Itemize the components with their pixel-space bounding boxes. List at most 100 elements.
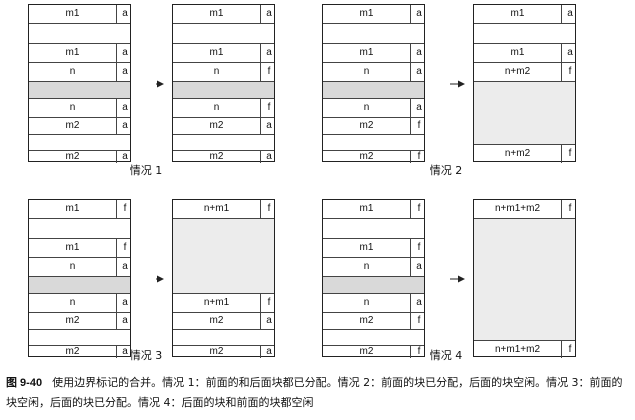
alloc-flag-label: a [410,63,427,81]
alloc-flag-label: a [116,5,133,23]
block-size-label: m1 [65,242,80,253]
block-size-label: m2 [65,346,80,357]
block-tag: m2 a [173,345,274,358]
figure-number: 图 9-40 [6,377,43,389]
block-size-label: m2 [359,346,374,357]
alloc-flag-label: a [116,118,133,134]
block-size-label: n [69,102,76,113]
alloc-flag-label: f [561,341,578,358]
block-size-label: m1 [359,203,374,214]
case-label: 情况 1 [129,164,163,177]
block-gap [29,81,130,98]
block-tag: n+m1+m2 f [474,200,575,218]
alloc-flag-label: a [116,346,133,358]
block-gap [173,81,274,98]
block-size-label: m1 [510,8,525,19]
block-size-label: n [69,261,76,272]
block-size-label: m2 [209,346,224,357]
arrow-head [458,275,465,283]
block-gap [29,276,130,293]
block-size-label: m1 [359,242,374,253]
caption-text: 使用边界标记的合并。情况 1：前面的和后面块都已分配。情况 2：前面的块已分配，… [6,376,623,409]
alloc-flag-label: a [260,313,277,329]
alloc-flag-label: f [561,200,578,218]
block-size-label: m1 [65,47,80,58]
alloc-flag-label: a [260,118,277,134]
block-payload [173,329,274,345]
block-size-label: m1 [359,8,374,19]
block-payload [474,23,575,43]
block-size-label: n [69,66,76,77]
block-tag: m1 a [173,5,274,23]
alloc-flag-label: a [561,5,578,23]
case-label: 情况 4 [429,349,463,362]
block-size-label: m2 [65,120,80,131]
case-label: 情况 2 [429,164,463,177]
alloc-flag-label: f [410,118,427,134]
alloc-flag-label: a [116,63,133,81]
block-size-label: m2 [209,315,224,326]
alloc-flag-label: a [410,258,427,276]
arrow-head [458,80,465,88]
alloc-flag-label: f [561,145,578,163]
block-size-label: m2 [65,151,80,162]
alloc-flag-label: a [260,5,277,23]
alloc-flag-label: a [260,44,277,62]
arrow-head [157,275,164,283]
block-size-label: m1 [209,47,224,58]
block-payload [29,218,130,238]
block-size-label: m1 [209,8,224,19]
block-size-label: n [363,66,370,77]
arrow-head [157,80,164,88]
block-tag: m2 a [29,117,130,134]
alloc-flag-label: a [561,44,578,62]
block-size-label: n [363,102,370,113]
block-payload [29,329,130,345]
alloc-flag-label: f [260,63,277,81]
alloc-flag-label: f [410,200,427,218]
alloc-flag-label: f [410,346,427,358]
transition-arrow [156,80,164,88]
block-size-label: n+m2 [504,148,531,159]
free-block-payload [474,218,575,340]
alloc-flag-label: a [116,294,133,312]
block-size-label: n+m1+m2 [494,203,541,214]
block-payload [323,329,424,345]
alloc-flag-label: f [116,200,133,218]
alloc-flag-label: a [410,44,427,62]
block-tag: m1 f [29,238,130,257]
block-size-label: n [363,261,370,272]
free-block-payload [474,81,575,144]
alloc-flag-label: a [116,313,133,329]
transition-arrow [156,275,164,283]
block-size-label: n+m1 [203,297,230,308]
alloc-flag-label: f [410,313,427,329]
alloc-flag-label: f [116,239,133,257]
block-payload [323,218,424,238]
alloc-flag-label: a [260,346,277,358]
alloc-flag-label: f [561,63,578,81]
